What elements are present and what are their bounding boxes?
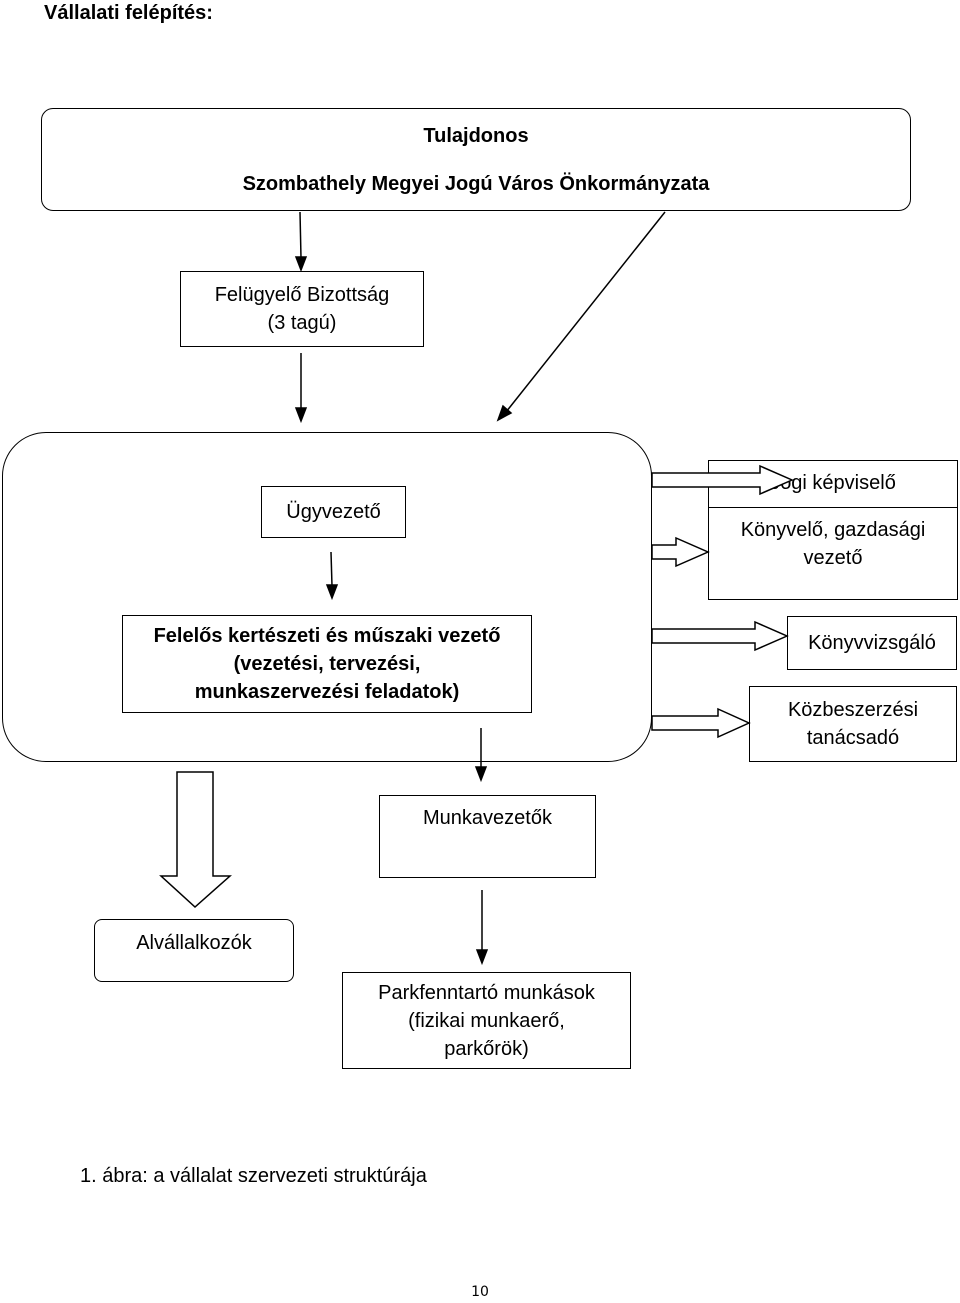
workers-box: Parkfenntartó munkások (fizikai munkaerő… [342, 972, 631, 1069]
owner-title: Tulajdonos [423, 124, 529, 147]
foremen-label: Munkavezetők [423, 807, 552, 829]
managing-director-box: Ügyvezető [261, 486, 406, 538]
subcontractors-box: Alvállalkozók [94, 919, 294, 982]
procurement-label-2: tanácsadó [806, 727, 900, 749]
auditor-box: Könyvvizsgáló [787, 616, 957, 670]
arrow-owner-to-board [294, 211, 308, 273]
foremen-box: Munkavezetők [379, 795, 596, 878]
managing-director-label: Ügyvezető [286, 501, 381, 523]
block-arrow-procurement [651, 707, 751, 739]
procurement-box: Közbeszerzési tanácsadó [749, 686, 957, 762]
accountant-label-1: Könyvelő, gazdasági [740, 519, 926, 541]
accountant-label-2: vezető [803, 547, 863, 569]
arrow-board-to-management [294, 353, 308, 424]
legal-rep-label: Jogi képviselő [770, 472, 896, 494]
figure-caption: 1. ábra: a vállalat szervezeti struktúrá… [80, 1165, 427, 1187]
supervisory-board-title: Felügyelő Bizottság [214, 284, 390, 306]
arrow-owner-to-management-diagonal [496, 211, 666, 422]
technical-manager-duties-1: (vezetési, tervezési, [233, 653, 421, 675]
supervisory-board-size: (3 tagú) [267, 312, 337, 334]
subcontractors-label: Alvállalkozók [136, 932, 252, 954]
workers-label-2: (fizikai munkaerő, [408, 1009, 565, 1032]
technical-manager-box: Felelős kertészeti és műszaki vezető (ve… [122, 615, 532, 713]
arrow-foremen-to-workers [475, 890, 489, 966]
technical-manager-duties-2: munkaszervezési feladatok) [194, 681, 460, 703]
workers-label-3: parkőrök) [444, 1037, 529, 1060]
owner-name: Szombathely Megyei Jogú Város Önkormányz… [242, 172, 710, 195]
block-arrow-legal [651, 464, 794, 496]
block-arrow-subcontractors [159, 771, 232, 909]
block-arrow-accountant [651, 536, 710, 568]
page-number: 10 [471, 1284, 489, 1300]
page-heading: Vállalati felépítés: [44, 2, 213, 24]
technical-manager-title: Felelős kertészeti és műszaki vezető [153, 625, 501, 647]
arrow-management-to-foremen [474, 728, 488, 783]
workers-label-1: Parkfenntartó munkások [378, 981, 595, 1004]
advisors-divider [709, 507, 957, 508]
arrow-director-to-tech [325, 551, 339, 601]
auditor-label: Könyvvizsgáló [808, 632, 936, 654]
procurement-label-1: Közbeszerzési [787, 699, 919, 721]
block-arrow-auditor [651, 620, 789, 652]
supervisory-board-box: Felügyelő Bizottság (3 tagú) [180, 271, 424, 347]
owner-box: Tulajdonos Szombathely Megyei Jogú Város… [41, 108, 911, 211]
